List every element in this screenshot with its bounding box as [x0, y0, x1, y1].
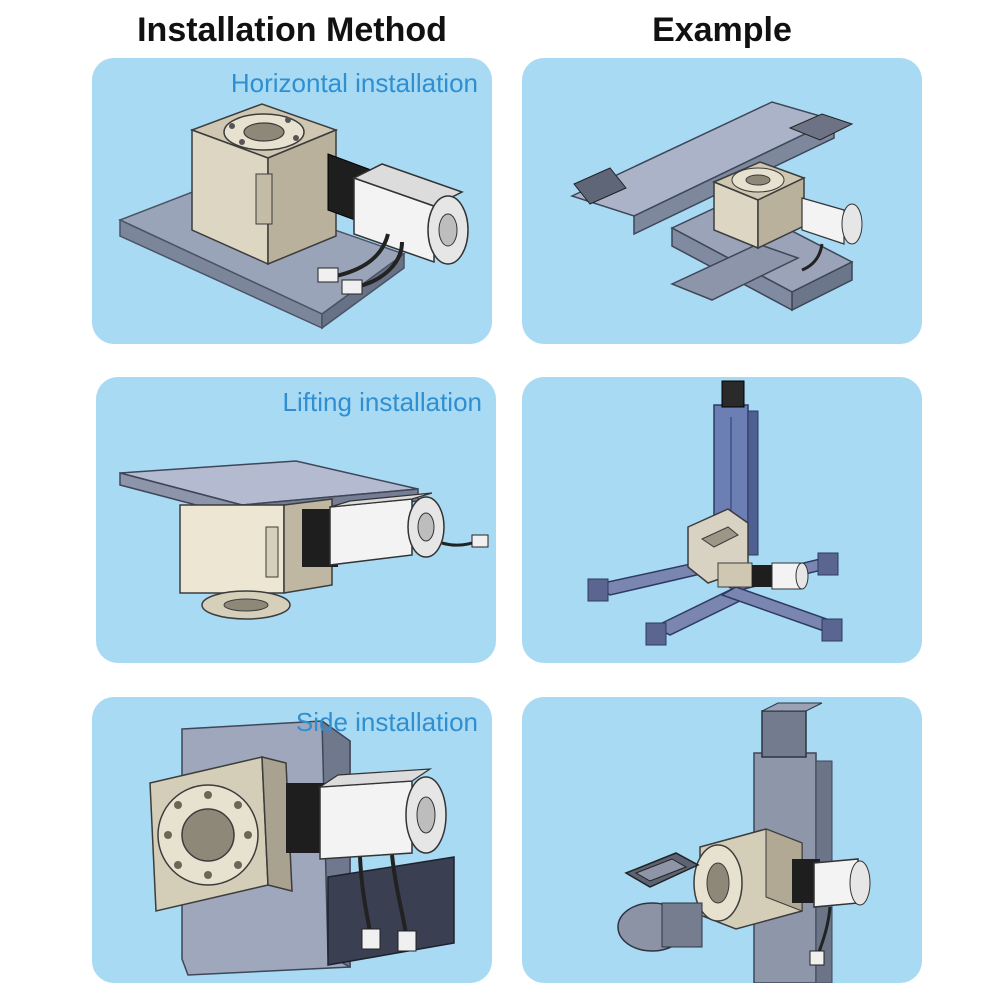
- example-heading: Example: [652, 11, 792, 49]
- lifting-installation-card: Lifting installation: [96, 377, 496, 663]
- side-example-illustration: [617, 702, 871, 983]
- side-mount-illustration: [149, 719, 455, 976]
- horizontal-mount-illustration: [118, 103, 469, 330]
- lifting-mount-illustration: [119, 460, 489, 620]
- horizontal-installation-label: Horizontal installation: [230, 68, 478, 98]
- lifting-installation-label: Lifting installation: [282, 387, 482, 417]
- horizontal-example-illustration: [569, 101, 863, 312]
- lifting-example-illustration: [587, 380, 843, 646]
- horizontal-installation-card: Horizontal installation: [92, 58, 492, 344]
- side-installation-label: Side installation: [295, 707, 478, 737]
- side-installation-card: Side installation: [92, 697, 492, 983]
- horizontal-example-card: [522, 58, 922, 344]
- side-example-card: [522, 697, 922, 983]
- lifting-example-card: [522, 377, 922, 663]
- installation-method-heading: Installation Method: [137, 11, 447, 49]
